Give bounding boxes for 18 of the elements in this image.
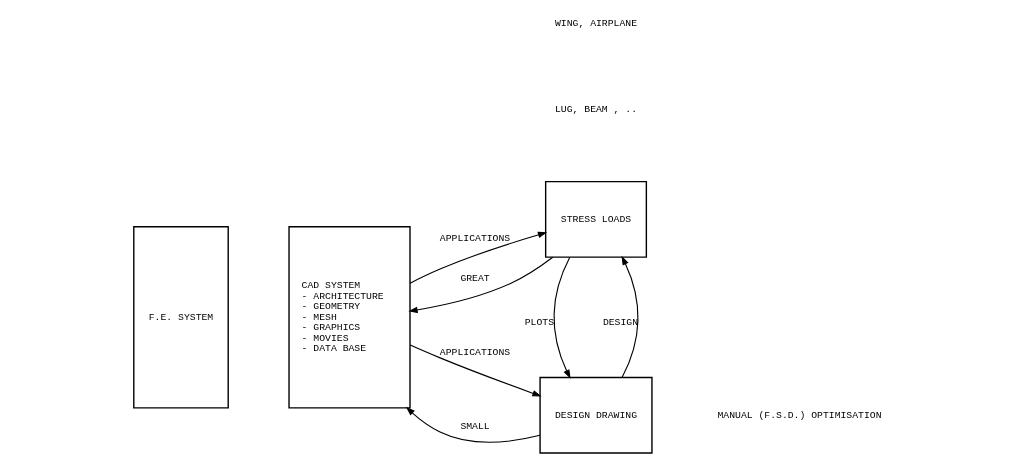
label: LUG, BEAM , .. bbox=[554, 103, 638, 115]
label: WING, AIRPLANE bbox=[554, 18, 638, 30]
node-box: STRESS LOADS bbox=[544, 180, 648, 258]
arrow bbox=[553, 256, 571, 379]
arrow bbox=[409, 344, 542, 397]
node-box: F.E. SYSTEM bbox=[133, 226, 229, 409]
edge-label: PLOTS bbox=[524, 317, 555, 329]
arrow bbox=[409, 231, 548, 284]
edge-label: SMALL bbox=[460, 421, 490, 433]
node-box: CAD SYSTEM - ARCHITECTURE - GEOMETRY - MESH - GRAPHICS - MOVIES - DATA BASE bbox=[288, 226, 411, 409]
arrow bbox=[408, 256, 554, 314]
label: MANUAL (F.S.D.) OPTIMISATION bbox=[717, 409, 882, 421]
edge-label: APPLICATIONS bbox=[439, 233, 511, 245]
node-box: DESIGN DRAWING bbox=[539, 376, 653, 454]
edge-label: GREAT bbox=[460, 273, 490, 285]
arrow bbox=[621, 255, 639, 378]
edge-label: APPLICATIONS bbox=[439, 347, 511, 359]
arrow bbox=[405, 406, 541, 443]
